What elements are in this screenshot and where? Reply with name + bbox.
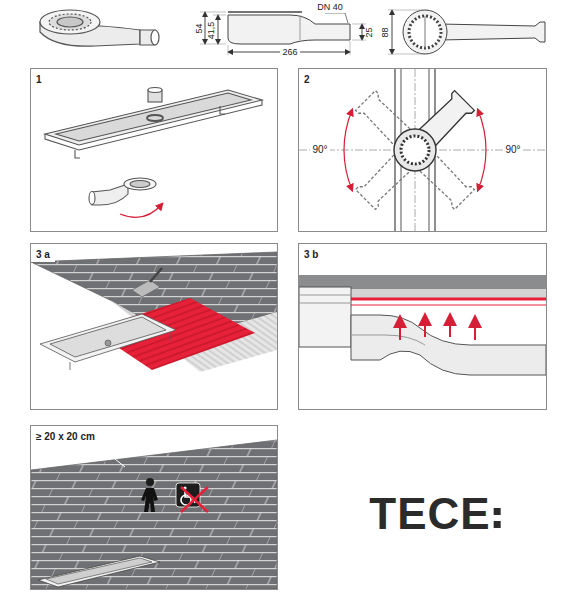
brand-logo: TECE	[369, 492, 490, 536]
step-panel: 3 b	[298, 243, 547, 410]
dimension: 88	[380, 27, 389, 37]
dimension: 25	[364, 27, 373, 37]
step-number: 1	[31, 72, 47, 87]
dimension: 54	[194, 23, 203, 33]
step-panel: 3 a	[30, 243, 278, 410]
angle-label: 90°	[310, 144, 329, 156]
step-panel: ≥ 20 x 20 cm	[30, 425, 278, 590]
dimension: 266	[280, 47, 299, 58]
dimension: 41,5	[208, 21, 217, 39]
step-number: 2	[299, 72, 315, 87]
step-number: 3 b	[299, 247, 323, 262]
logo-mark	[494, 508, 501, 528]
angle-label: 90°	[503, 144, 522, 156]
step-panel: 1	[30, 68, 278, 232]
step-number: 3 a	[31, 247, 55, 262]
dimension: DN 40	[315, 2, 345, 13]
step-number: ≥ 20 x 20 cm	[31, 429, 100, 444]
